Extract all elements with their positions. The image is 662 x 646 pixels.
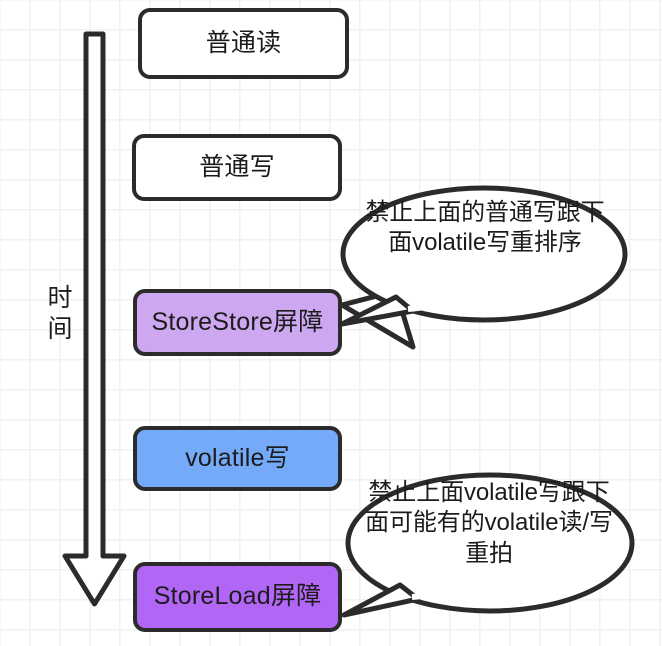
callout-bubble-storestore xyxy=(339,185,628,350)
callout-storestore-text: 禁止上面的普通写跟下面volatile写重排序 xyxy=(365,199,605,257)
box-normal-write[interactable]: 普通写 xyxy=(132,134,342,201)
box-volatile-write[interactable]: volatile写 xyxy=(133,426,342,491)
box-storeload-barrier[interactable]: StoreLoad屏障 xyxy=(133,562,342,632)
time-arrow-icon xyxy=(62,31,127,607)
time-axis-label: 时间 xyxy=(47,284,73,343)
box-storestore-barrier[interactable]: StoreStore屏障 xyxy=(133,289,342,356)
callout-bubble-storeload xyxy=(341,472,635,618)
callout-storeload-text: 禁止上面volatile写跟下面可能有的volatile读/写重拍 xyxy=(365,479,613,567)
box-normal-read[interactable]: 普通读 xyxy=(138,8,349,79)
